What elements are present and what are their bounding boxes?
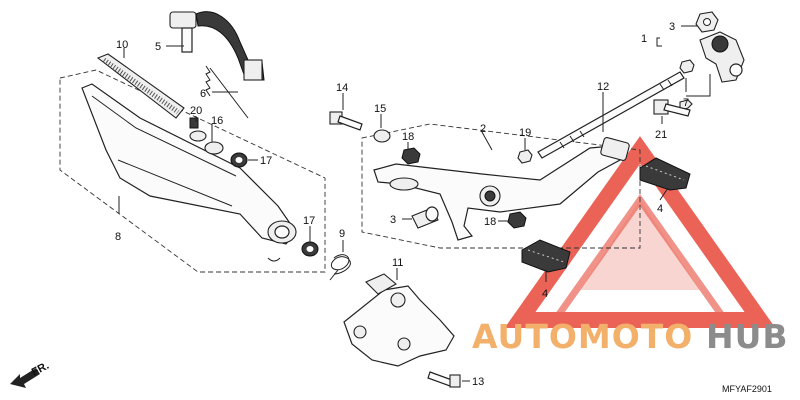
part-15-nut-rod [679, 59, 695, 74]
part-18-nut-b [507, 211, 527, 229]
callout-4-left: 4 [542, 288, 548, 300]
part-6-switch-spring [205, 65, 249, 119]
front-direction-arrow: FR. [10, 360, 51, 388]
part-3-pin [411, 206, 439, 229]
drawing-code: MFYAF2901 [722, 384, 772, 394]
callout-17-upper: 17 [260, 155, 272, 167]
part-16-washer [204, 141, 224, 155]
part-15-washer [373, 129, 391, 143]
callout-12: 12 [597, 81, 609, 93]
watermark-brand-part2: HUB [706, 317, 789, 356]
part-3-joint-nut [695, 11, 719, 33]
callout-10: 10 [116, 39, 128, 51]
callout-14: 14 [336, 82, 348, 94]
callout-17-lower: 17 [303, 215, 315, 227]
front-label: FR. [30, 360, 51, 379]
part-2-brake-pedal [373, 137, 630, 241]
callout-19: 19 [519, 127, 531, 139]
part-11-pivot-bracket [343, 273, 455, 367]
part-19-nut [517, 149, 533, 164]
callout-20: 20 [190, 105, 202, 117]
bracket-1 [656, 37, 662, 47]
bracket-21 [686, 74, 711, 97]
callout-16: 16 [211, 115, 223, 127]
part-8-step-holder [81, 83, 297, 262]
part-20-bolt [189, 117, 207, 142]
callout-11: 11 [392, 257, 403, 269]
part-5-stop-switch [169, 11, 265, 81]
part-12-brake-rod [537, 71, 685, 159]
part-14-pivot-bolt [329, 111, 363, 131]
callout-9: 9 [339, 228, 345, 240]
callout-3-upper: 3 [669, 21, 675, 33]
callout-18-upper: 18 [402, 131, 414, 143]
callout-18-lower: 18 [484, 216, 496, 228]
callout-13: 13 [472, 376, 484, 388]
part-4-pedal-rubber-a [639, 157, 691, 191]
assembly-outline-left [59, 69, 326, 273]
callout-3-lower: 3 [390, 214, 396, 226]
callout-21: 21 [655, 129, 667, 141]
watermark-text: AUTOMOTO HUB [472, 317, 789, 356]
callout-6: 6 [200, 88, 206, 100]
callout-labels: 1 2 3 3 4 4 5 6 7 8 9 10 11 12 13 14 15 … [115, 21, 689, 388]
callout-5: 5 [155, 41, 161, 53]
watermark-brand-part1: AUTOMOTO [472, 317, 693, 356]
leader-lines [118, 25, 698, 382]
part-13-bracket-bolt [427, 371, 461, 388]
callout-4-right: 4 [657, 203, 663, 215]
part-21-bolt [653, 99, 691, 117]
part-4-pedal-rubber-b [521, 239, 571, 273]
callout-1: 1 [641, 33, 647, 45]
part-1-clevis-assembly [699, 31, 745, 83]
part-18-nut-a [401, 147, 421, 165]
callout-7: 7 [683, 97, 689, 109]
part-9-return-spring [329, 254, 351, 281]
part-10-step-rubber [96, 53, 185, 119]
assembly-outline-center [361, 123, 641, 249]
callout-8: 8 [115, 231, 121, 243]
callout-15: 15 [374, 103, 386, 115]
callout-2: 2 [480, 123, 486, 135]
